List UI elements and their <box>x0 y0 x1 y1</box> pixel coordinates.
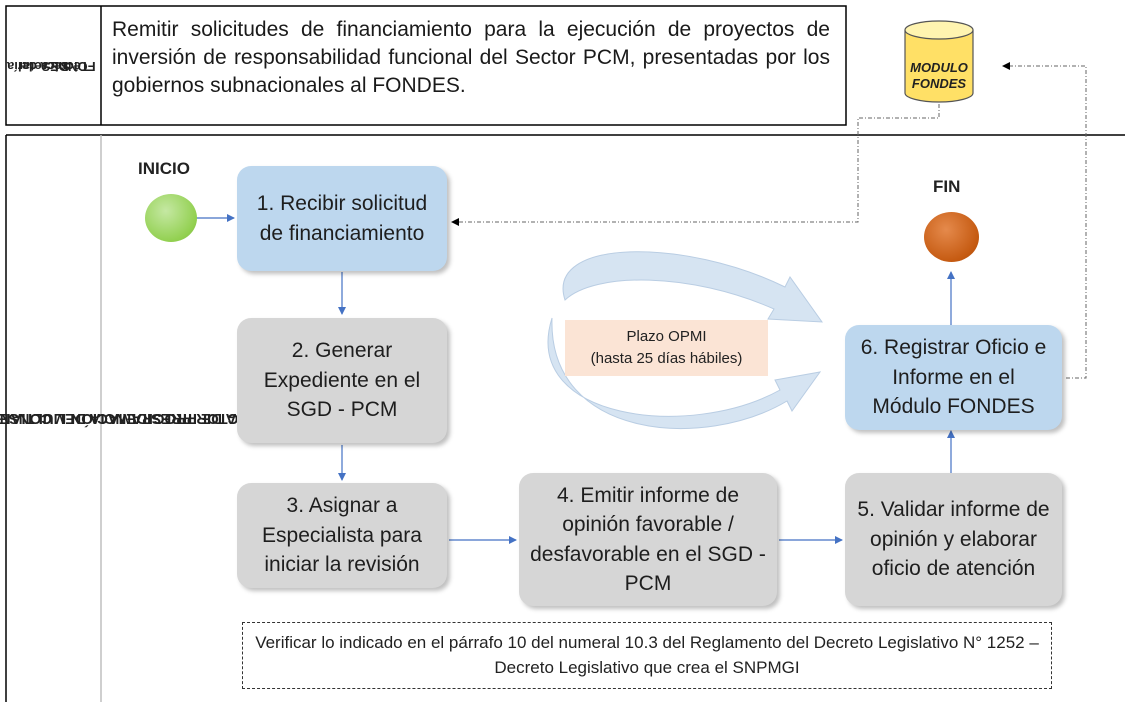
step-5-box: 5. Validar informe de opinión y elaborar… <box>845 473 1062 606</box>
start-label: INICIO <box>138 159 190 178</box>
regulation-note: Verificar lo indicado en el párrafo 10 d… <box>242 622 1052 689</box>
plazo-box: Plazo OPMI (hasta 25 días hábiles) <box>565 320 768 376</box>
step-2-box: 2. Generar Expediente en el SGD - PCM <box>237 318 447 443</box>
top-lane-border <box>5 5 847 126</box>
step-4-box: 4. Emitir informe de opinión favorable /… <box>519 473 777 606</box>
step-1-box: 1. Recibir solicitud de financiamiento <box>237 166 447 271</box>
end-node <box>924 212 979 262</box>
dashed-step6-to-database <box>1002 62 1087 379</box>
end-label: FIN <box>933 177 961 196</box>
plazo-detail: (hasta 25 días hábiles) <box>590 350 743 367</box>
cycle-arrows <box>547 251 824 429</box>
cycle-arrow-bottom <box>547 317 822 429</box>
database-label-line2: FONDES <box>911 76 967 92</box>
plazo-title: Plazo OPMI <box>626 327 707 345</box>
process-description: Remitir solicitudes de financiamiento pa… <box>112 18 830 97</box>
step-6-box: 6. Registrar Oficio e Informe en el Módu… <box>845 325 1062 430</box>
start-node <box>145 194 197 242</box>
dashed-database-to-step1 <box>451 95 940 226</box>
database-label: MODULO FONDES <box>905 60 973 93</box>
database-icon <box>904 20 974 103</box>
step-3-box: 3. Asignar a Especialista para iniciar l… <box>237 483 447 588</box>
database-label-line1: MODULO <box>910 60 968 75</box>
cycle-arrow-top <box>562 251 824 323</box>
